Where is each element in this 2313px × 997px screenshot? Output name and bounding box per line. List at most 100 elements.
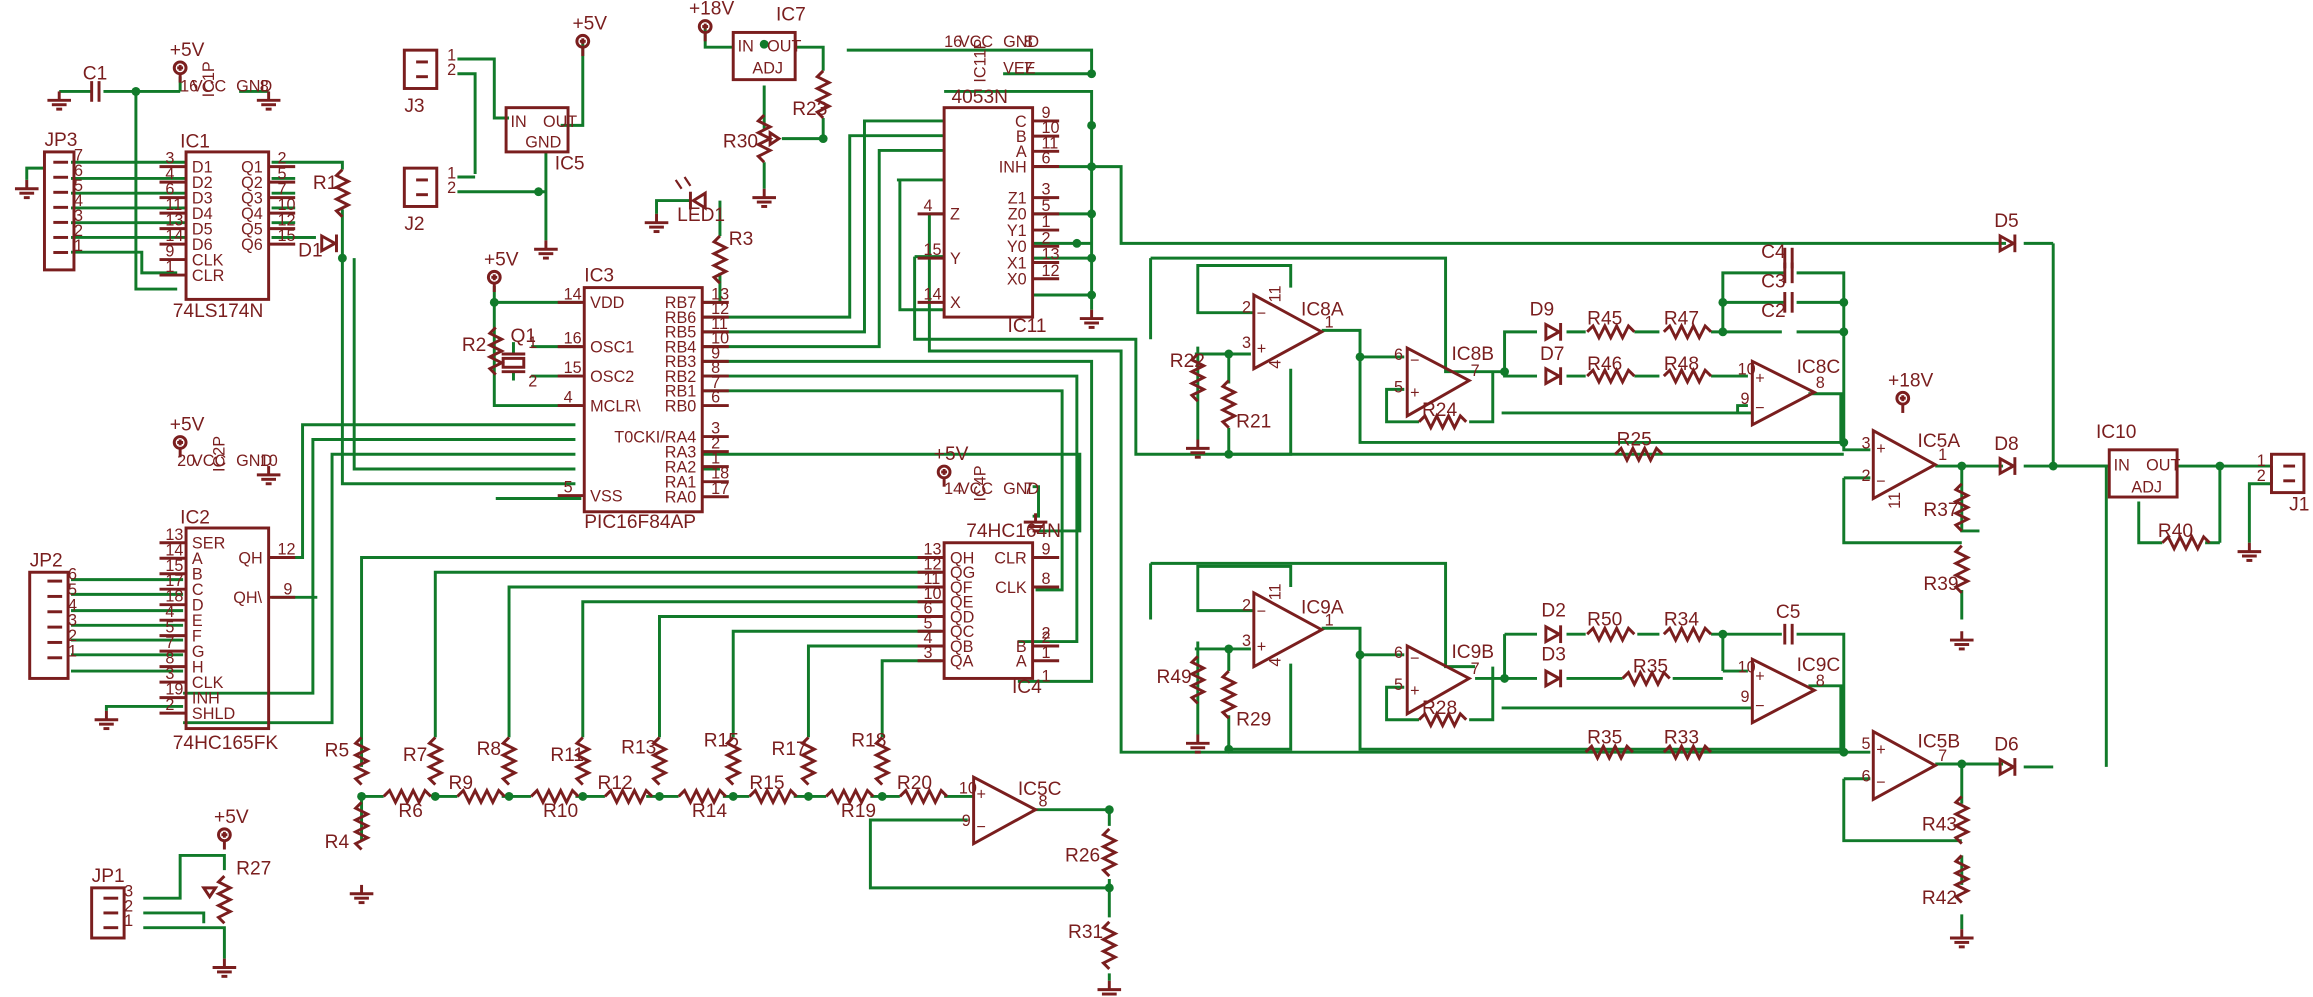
svg-text:IC1: IC1 bbox=[180, 131, 210, 152]
svg-text:VCC: VCC bbox=[959, 33, 994, 51]
svg-text:+18V: +18V bbox=[1888, 370, 1933, 391]
pin-number: 5 bbox=[1041, 197, 1050, 215]
svg-text:R15: R15 bbox=[749, 773, 784, 794]
connector-pin: 3 bbox=[47, 612, 77, 630]
pin-number: 14 bbox=[564, 285, 582, 303]
pin-name: OSC1 bbox=[590, 338, 634, 356]
svg-text:C4: C4 bbox=[1761, 242, 1786, 263]
svg-text:+5V: +5V bbox=[170, 415, 205, 436]
pin-name: X1 bbox=[1007, 254, 1027, 272]
pin-number: 15 bbox=[165, 557, 183, 575]
svg-text:R12: R12 bbox=[598, 773, 633, 794]
pin-name: CLR bbox=[192, 267, 224, 285]
svg-text:VCC: VCC bbox=[192, 452, 227, 470]
svg-text:8: 8 bbox=[1024, 33, 1033, 51]
svg-text:2: 2 bbox=[1861, 467, 1870, 485]
svg-text:−: − bbox=[977, 818, 986, 836]
connector-j3: J3 1 2 bbox=[402, 46, 456, 117]
pin-name: CLR bbox=[994, 549, 1026, 567]
pin-number: 1 bbox=[1041, 213, 1050, 231]
svg-text:1: 1 bbox=[1041, 667, 1050, 685]
svg-text:JP1: JP1 bbox=[92, 866, 125, 887]
svg-text:R29: R29 bbox=[1236, 710, 1271, 731]
svg-text:−: − bbox=[1410, 650, 1419, 668]
svg-text:5: 5 bbox=[74, 177, 83, 195]
svg-text:20: 20 bbox=[177, 452, 195, 470]
pin-name: Q6 bbox=[241, 236, 263, 254]
pin-b: 2B bbox=[1016, 629, 1060, 656]
svg-text:+: + bbox=[1876, 440, 1885, 458]
pin-name: QC bbox=[950, 623, 975, 641]
svg-text:+18V: +18V bbox=[689, 0, 734, 20]
svg-text:9: 9 bbox=[1741, 688, 1750, 706]
svg-text:3: 3 bbox=[68, 612, 77, 630]
pin-name: VSS bbox=[590, 487, 623, 505]
svg-text:R17: R17 bbox=[772, 739, 807, 760]
svg-text:−: − bbox=[1410, 352, 1419, 370]
svg-text:1: 1 bbox=[447, 164, 456, 182]
pin-name: RA2 bbox=[665, 459, 697, 477]
svg-text:C2: C2 bbox=[1761, 301, 1786, 322]
pin-name: Q4 bbox=[241, 205, 263, 223]
svg-text:−: − bbox=[1755, 697, 1764, 715]
svg-text:IC5C: IC5C bbox=[1018, 779, 1062, 800]
pin-number: 13 bbox=[711, 285, 729, 303]
pin-number: 7 bbox=[165, 634, 174, 652]
svg-text:4: 4 bbox=[1266, 658, 1284, 667]
connector-jp1: JP1 321 bbox=[90, 866, 133, 940]
pin-number: 8 bbox=[1041, 570, 1050, 588]
pin-number: 14 bbox=[165, 227, 183, 245]
svg-text:R10: R10 bbox=[543, 801, 578, 822]
svg-text:IC2P: IC2P bbox=[210, 436, 228, 472]
svg-text:IC8C: IC8C bbox=[1797, 357, 1841, 378]
pin-z0: 5Z0 bbox=[1008, 197, 1060, 224]
pin-number: 5 bbox=[564, 479, 573, 497]
svg-text:IC2: IC2 bbox=[180, 508, 210, 529]
pin-name: G bbox=[192, 643, 205, 661]
pin-name: Y1 bbox=[1007, 222, 1027, 240]
svg-text:1: 1 bbox=[1325, 313, 1334, 331]
svg-text:6: 6 bbox=[1394, 346, 1403, 364]
pin-name: A bbox=[1016, 143, 1027, 161]
svg-text:GND: GND bbox=[236, 452, 272, 470]
pin-name: CLK bbox=[192, 251, 224, 269]
connector-pin: 1 bbox=[47, 642, 77, 660]
pin-name: B bbox=[1016, 638, 1027, 656]
power-pin-labels: IC1P 16 VCC GND 8 IC2P 20 VCC GND 10 IC4… bbox=[177, 33, 1039, 501]
connector-j2: J2 1 2 bbox=[402, 164, 456, 235]
svg-text:GND: GND bbox=[1003, 33, 1039, 51]
svg-text:R48: R48 bbox=[1664, 354, 1699, 375]
pin-number: 7 bbox=[277, 181, 286, 199]
pin-number: 7 bbox=[711, 374, 720, 392]
svg-text:C3: C3 bbox=[1761, 272, 1786, 293]
svg-text:5: 5 bbox=[1861, 735, 1870, 753]
pin-number: 2 bbox=[711, 435, 720, 453]
diodes: D1 D2 D3 D5 D6 D7 D8 D9 bbox=[298, 211, 2019, 778]
svg-text:GND: GND bbox=[525, 133, 561, 151]
pin-name: QD bbox=[950, 608, 974, 626]
svg-text:10: 10 bbox=[1738, 659, 1756, 677]
svg-text:−: − bbox=[1257, 305, 1266, 323]
svg-text:IN: IN bbox=[2114, 456, 2130, 474]
svg-text:−: − bbox=[1755, 399, 1764, 417]
svg-text:4: 4 bbox=[68, 596, 77, 614]
pin-name: CLK bbox=[995, 579, 1027, 597]
svg-text:R50: R50 bbox=[1587, 609, 1622, 630]
svg-text:R35: R35 bbox=[1633, 657, 1668, 678]
svg-text:R26: R26 bbox=[1065, 845, 1100, 866]
pin-name: H bbox=[192, 659, 204, 677]
svg-text:6: 6 bbox=[1394, 644, 1403, 662]
pin-name: QB bbox=[950, 638, 973, 656]
ic5-regulator: IN OUT GND IC5 bbox=[504, 106, 585, 175]
